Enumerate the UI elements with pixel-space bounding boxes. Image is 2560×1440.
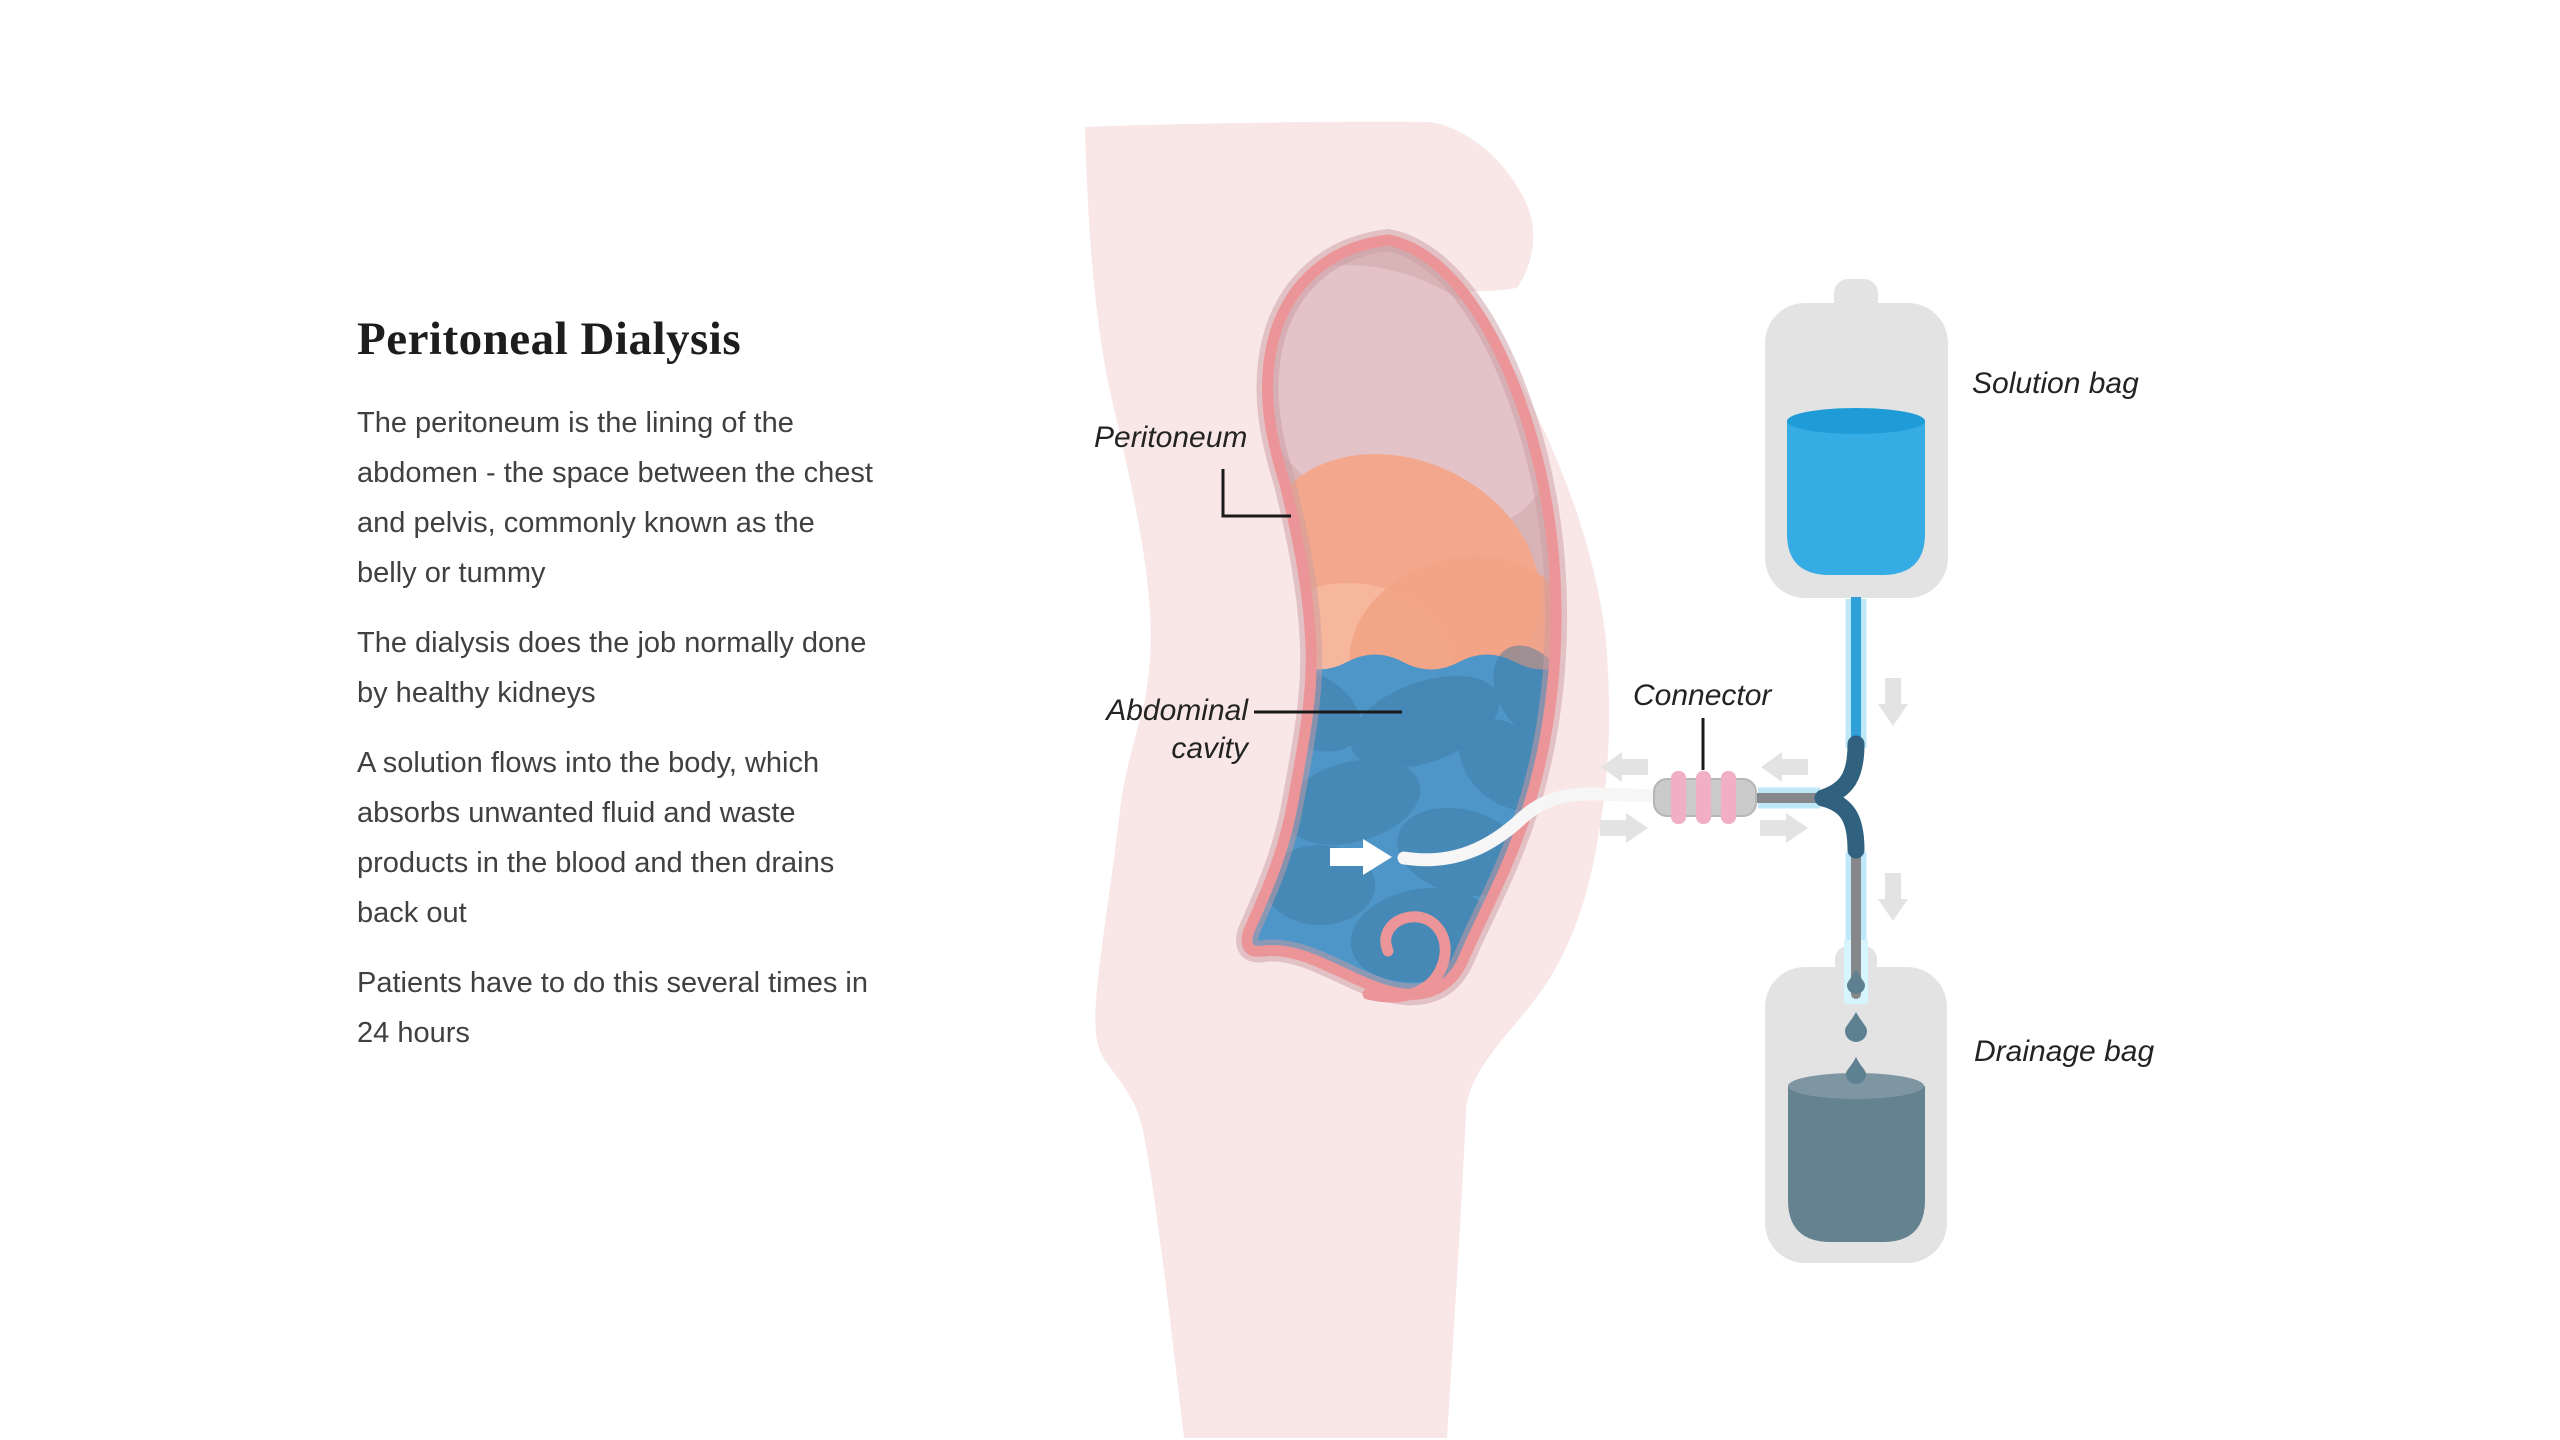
- flow-right-arrow-icon: [1760, 813, 1808, 843]
- drainage-fluid: [1788, 1086, 1925, 1242]
- frequency-paragraph: Patients have to do this several times i…: [357, 967, 868, 1050]
- drainage-fluid-surface: [1788, 1073, 1924, 1099]
- y-junction: [1814, 735, 1865, 859]
- connector-stripe: [1696, 771, 1711, 824]
- intro-paragraph: The peritoneum is the lining of the abdo…: [357, 407, 873, 590]
- droplet-icon: [1847, 969, 1865, 994]
- droplet-icon: [1845, 1012, 1867, 1042]
- abdominal-cavity-label: Abdominal cavity: [1106, 694, 1248, 765]
- solution-bag-label: Solution bag: [1972, 367, 2139, 400]
- article-text-column: Peritoneal Dialysis The peritoneum is th…: [357, 312, 881, 1078]
- dialysis-role-paragraph: The dialysis does the job normally done …: [357, 627, 867, 710]
- solution-bag: [1765, 279, 1948, 598]
- flow-arrows: [1600, 678, 1908, 921]
- connector-stripe: [1671, 771, 1686, 824]
- solution-fluid-surface: [1787, 408, 1925, 434]
- inflow-arrow-icon: [1330, 839, 1392, 875]
- peritoneum-curl: [1362, 911, 1451, 1003]
- flow-down-arrow-icon: [1878, 873, 1908, 921]
- tubing: [1754, 597, 1868, 1084]
- flow-right-arrow-icon: [1600, 813, 1648, 843]
- flow-left-arrow-icon: [1761, 752, 1808, 782]
- peritoneum-leader-line: [1221, 469, 1291, 518]
- flow-left-arrow-icon: [1601, 752, 1648, 782]
- drainage-bag-label: Drainage bag: [1974, 1035, 2155, 1068]
- peritoneum-label: Peritoneum: [1094, 421, 1248, 454]
- drainage-bag: [1765, 946, 1947, 1263]
- catheter-tube: [1397, 787, 1662, 867]
- droplet-icon: [1846, 1057, 1866, 1084]
- flow-down-arrow-icon: [1878, 678, 1908, 726]
- connector-label: Connector: [1633, 679, 1772, 712]
- solution-flow-paragraph: A solution flows into the body, which ab…: [357, 747, 835, 930]
- leader-lines: [1221, 469, 1705, 770]
- connector-device: [1653, 771, 1757, 824]
- solution-fluid: [1787, 421, 1925, 575]
- connector-stripe: [1721, 771, 1736, 824]
- page-title: Peritoneal Dialysis: [357, 313, 742, 365]
